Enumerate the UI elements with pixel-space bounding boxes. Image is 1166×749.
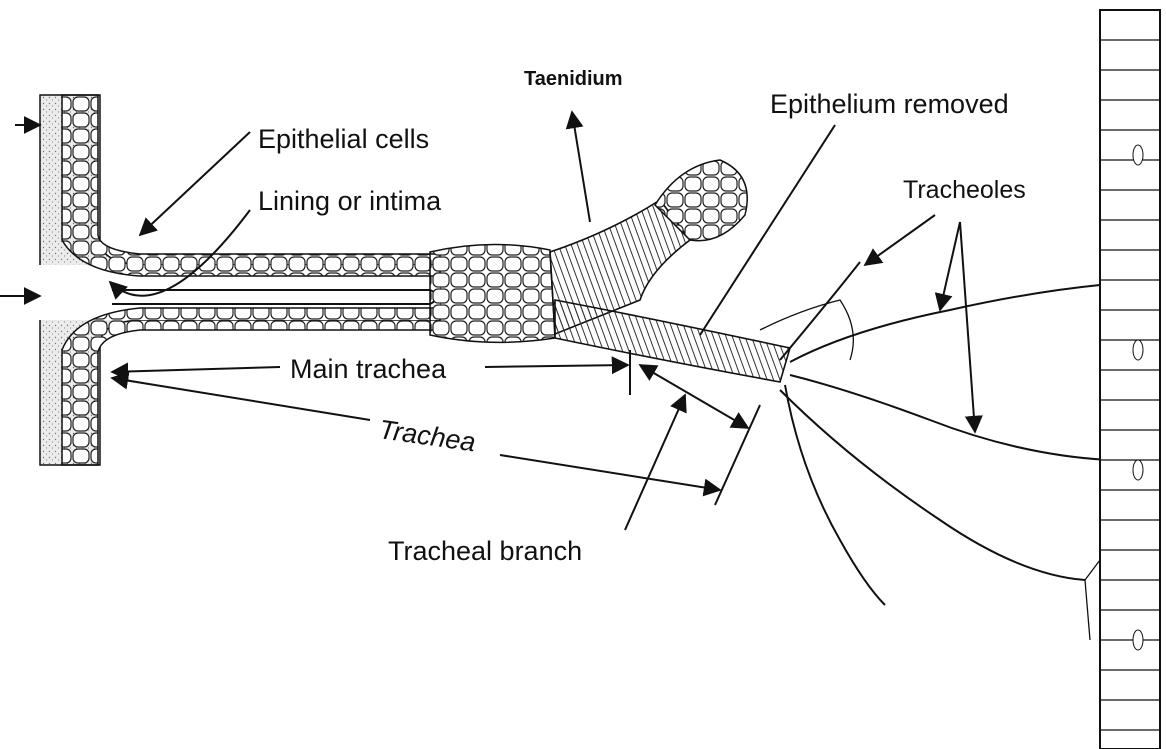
label-lining-or-intima: Lining or intima (258, 186, 442, 216)
label-main-trachea: Main trachea (290, 354, 447, 384)
tracheal-branch-body (555, 300, 790, 382)
trachea-arrow-right (500, 455, 720, 490)
label-epithelial-cells: Epithelial cells (258, 124, 429, 154)
label-trachea: Trachea (377, 414, 477, 457)
taenidium-leader (572, 112, 590, 222)
tracheoles-leader-1 (865, 215, 935, 265)
tracheoles-leader-3 (960, 222, 975, 432)
trachea-end-tick (715, 405, 760, 505)
muscle-fiber (1100, 10, 1160, 749)
main-trachea-arrow-left (112, 367, 280, 372)
label-tracheoles: Tracheoles (903, 176, 1026, 204)
tracheoles-network (760, 230, 1140, 640)
trachea-arrow-left (112, 378, 370, 420)
label-tracheal-branch: Tracheal branch (388, 536, 582, 566)
cell-cluster-main (430, 244, 555, 342)
label-epithelium-removed: Epithelium removed (770, 89, 1009, 119)
tracheoles-leader-2 (940, 222, 960, 310)
label-taenidium: Taenidium (524, 68, 623, 90)
tracheal-branch-span (640, 365, 748, 428)
main-trachea-arrow-right (485, 365, 628, 367)
epithelial-cells-leader (140, 132, 250, 235)
tracheal-branch-leader (625, 395, 685, 530)
